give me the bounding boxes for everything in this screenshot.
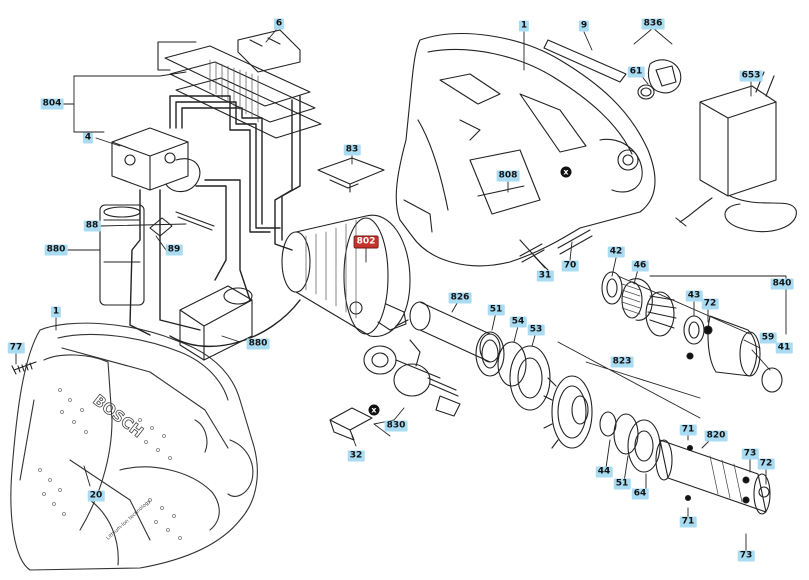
screw-77	[11, 361, 37, 375]
label-part-32[interactable]: 32	[347, 450, 365, 462]
label-part-70[interactable]: 70	[561, 260, 579, 272]
label-part-840[interactable]: 840	[770, 278, 794, 290]
housing-text: Lithium-Ion technology	[105, 498, 152, 541]
label-part-880-top[interactable]: 880	[44, 244, 68, 256]
label-part-72-top[interactable]: 72	[701, 298, 719, 310]
label-part-20[interactable]: 20	[87, 490, 105, 502]
label-part-54[interactable]: 54	[509, 316, 527, 328]
switch-and-wiring	[99, 29, 322, 361]
label-part-44[interactable]: 44	[595, 466, 613, 478]
x-marker-bottom: x	[368, 404, 380, 416]
gear-823	[543, 375, 661, 473]
label-part-1-left[interactable]: 1	[50, 306, 62, 318]
label-part-72-bottom[interactable]: 72	[757, 458, 775, 470]
label-part-653[interactable]: 653	[739, 70, 763, 82]
label-part-83[interactable]: 83	[343, 144, 361, 156]
label-part-880-bottom[interactable]: 880	[246, 338, 270, 350]
label-part-802-highlighted[interactable]: 802	[353, 235, 379, 249]
label-part-71-top[interactable]: 71	[679, 424, 697, 436]
label-part-71-bottom[interactable]: 71	[679, 516, 697, 528]
right-housing-shell	[395, 33, 656, 271]
label-part-51-top[interactable]: 51	[487, 304, 505, 316]
label-part-89[interactable]: 89	[165, 244, 183, 256]
label-part-43[interactable]: 43	[685, 290, 703, 302]
label-part-4[interactable]: 4	[82, 132, 94, 144]
left-housing-shell: BOSCH Lithium-Ion technology	[10, 322, 258, 571]
label-part-826[interactable]: 826	[448, 292, 472, 304]
label-part-73-top[interactable]: 73	[741, 448, 759, 460]
gear-unit-830	[363, 339, 461, 417]
label-part-41[interactable]: 41	[775, 342, 793, 354]
label-part-31[interactable]: 31	[536, 270, 554, 282]
label-part-64[interactable]: 64	[631, 488, 649, 500]
label-part-1-top[interactable]: 1	[518, 20, 530, 32]
leader-lines	[15, 27, 787, 551]
label-part-808[interactable]: 808	[496, 170, 520, 182]
x-marker-top: x	[560, 166, 572, 178]
bearings-51-54-53	[475, 331, 551, 411]
label-part-73-bottom[interactable]: 73	[737, 550, 755, 562]
label-part-830[interactable]: 830	[384, 420, 408, 432]
brand-text: BOSCH	[90, 391, 147, 441]
label-part-59[interactable]: 59	[759, 332, 777, 344]
label-part-6[interactable]: 6	[273, 18, 285, 30]
motor-802	[281, 214, 411, 337]
label-part-88[interactable]: 88	[83, 220, 101, 232]
pins-31-70	[519, 229, 593, 263]
label-part-804[interactable]: 804	[40, 98, 64, 110]
label-part-823[interactable]: 823	[610, 356, 634, 368]
shaft-826	[395, 301, 501, 363]
clip-83	[317, 157, 385, 193]
charger-653	[675, 71, 797, 233]
spindle-820	[655, 439, 771, 515]
clip-32	[329, 407, 373, 441]
label-part-77[interactable]: 77	[7, 342, 25, 354]
label-part-42[interactable]: 42	[607, 246, 625, 258]
label-part-53[interactable]: 53	[527, 324, 545, 336]
label-part-9[interactable]: 9	[578, 20, 590, 32]
label-part-820[interactable]: 820	[704, 430, 728, 442]
label-part-46[interactable]: 46	[631, 260, 649, 272]
label-part-51-bottom[interactable]: 51	[613, 478, 631, 490]
label-part-836[interactable]: 836	[641, 18, 665, 30]
strip-9	[543, 39, 627, 83]
label-part-61[interactable]: 61	[627, 66, 645, 78]
chuck-assembly-840	[601, 271, 783, 393]
knob-836	[637, 59, 682, 100]
